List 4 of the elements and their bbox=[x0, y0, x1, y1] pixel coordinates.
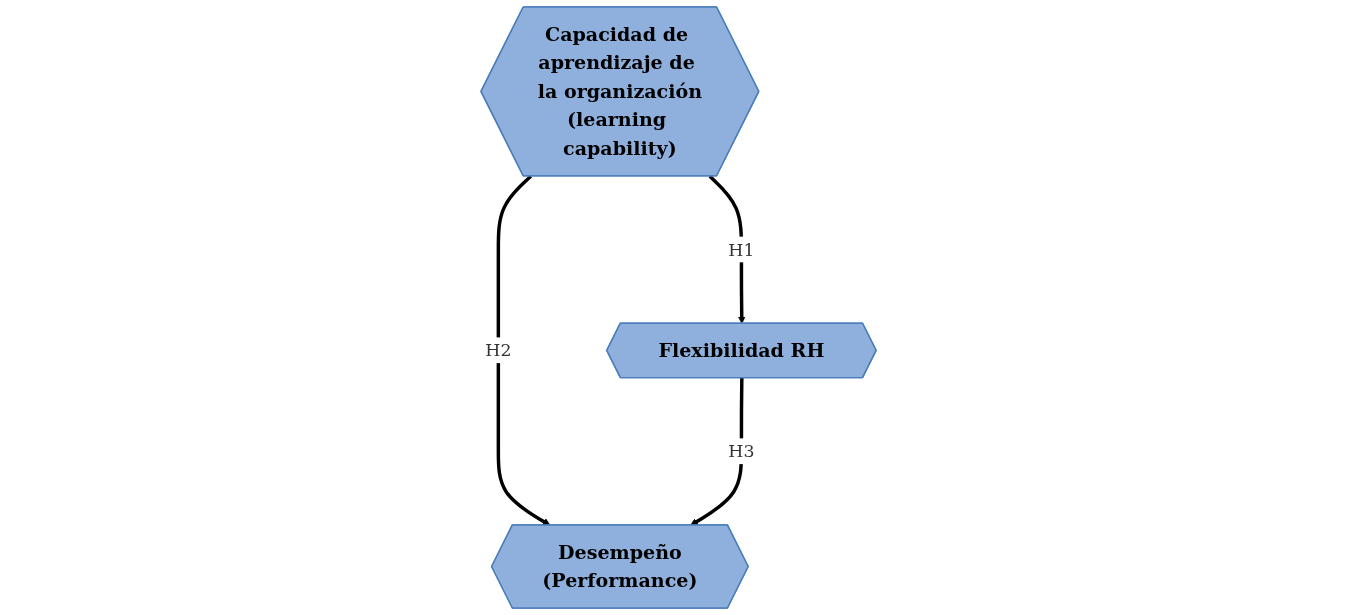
edge-label: H2 bbox=[485, 339, 512, 361]
edge-label: H1 bbox=[728, 239, 755, 260]
edge-label: H3 bbox=[728, 440, 755, 462]
arrow bbox=[496, 175, 551, 526]
